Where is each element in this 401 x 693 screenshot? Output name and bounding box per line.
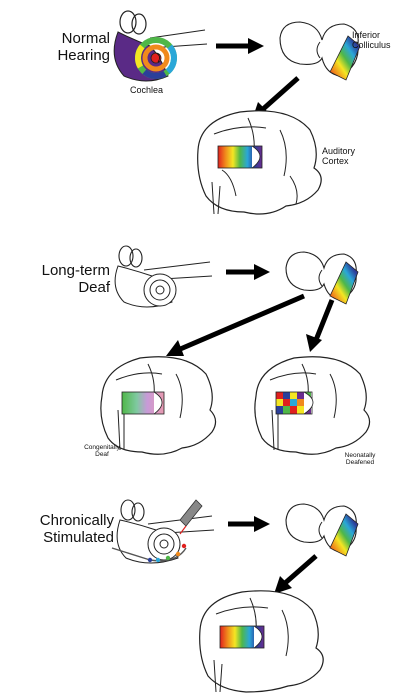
section-title-chronically-stimulated: Chronically Stimulated	[0, 512, 114, 547]
label-line: Congenitally	[72, 444, 132, 451]
label-line: Colliculus	[352, 40, 391, 50]
section-title-line: Chronically	[0, 512, 114, 529]
label-line: Deafened	[330, 459, 390, 466]
inferior-colliculus-deaf	[286, 252, 358, 304]
right-arrow-icon	[228, 516, 270, 532]
brain-auditory-cortex-normal	[198, 111, 322, 214]
label-line: Cortex	[322, 156, 355, 166]
neonatally-deafened-label: Neonatally Deafened	[330, 452, 390, 467]
label-line: Deaf	[72, 451, 132, 458]
congenitally-deaf-label: Congenitally Deaf	[72, 444, 132, 459]
cochlea-label: Cochlea	[130, 85, 163, 95]
inferior-colliculus-stimulated	[286, 504, 358, 556]
section-title-line: Long-term	[0, 262, 110, 279]
cochlea-deaf	[115, 246, 212, 307]
brain-auditory-cortex-stimulated	[200, 591, 324, 692]
inferior-colliculus-normal	[280, 22, 360, 80]
right-arrow-icon	[226, 264, 270, 280]
auditory-cortex-label: Auditory Cortex	[322, 146, 355, 167]
section-title-long-term-deaf: Long-term Deaf	[0, 262, 110, 297]
section-title-line: Stimulated	[0, 529, 114, 546]
cochlea-implant	[112, 500, 214, 563]
down-arrow-icon	[306, 300, 332, 352]
label-line: Neonatally	[330, 452, 390, 459]
inferior-colliculus-label: Inferior Colliculus	[352, 30, 391, 51]
down-left-arrow-icon	[274, 556, 316, 594]
brain-neonatally-deafened	[255, 357, 370, 455]
label-line: Auditory	[322, 146, 355, 156]
label-line: Inferior	[352, 30, 391, 40]
section-title-line: Deaf	[0, 279, 110, 296]
brain-congenitally-deaf	[101, 357, 216, 455]
section-title-line: Normal	[0, 30, 110, 47]
down-left-arrow-icon	[166, 296, 304, 356]
section-title-line: Hearing	[0, 47, 110, 64]
cochlea-normal	[114, 11, 207, 83]
right-arrow-icon	[216, 38, 264, 54]
section-title-normal-hearing: Normal Hearing	[0, 30, 110, 65]
